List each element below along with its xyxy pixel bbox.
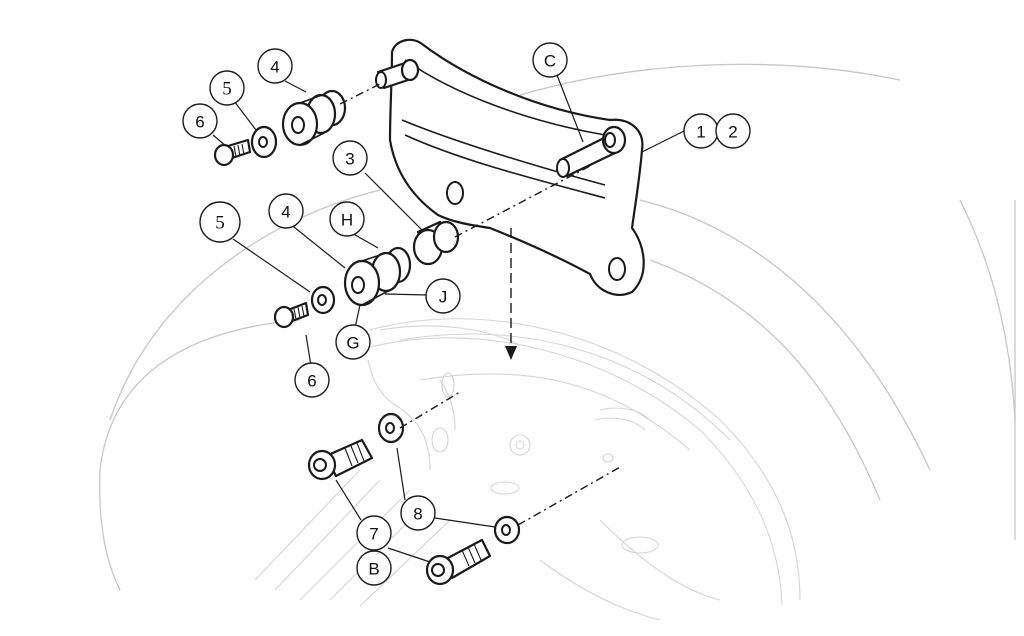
callout-8: 8	[400, 495, 436, 531]
washer-part-8-lower	[493, 515, 521, 545]
screw-part-6-upper	[213, 138, 252, 167]
grommet-part-4-lower	[343, 246, 412, 307]
callout-5-lower-label: 5	[215, 213, 225, 234]
callout-C: C	[532, 42, 568, 78]
callout-1: 1	[683, 113, 719, 149]
callout-1-label: 1	[696, 123, 705, 142]
callout-B: B	[356, 550, 392, 586]
callout-3: 3	[332, 140, 368, 176]
mounting-bracket	[375, 38, 645, 296]
assembly-guide-lines	[339, 83, 623, 526]
background-fender-outline	[99, 63, 1016, 621]
callout-B-label: B	[368, 560, 379, 579]
callout-H: H	[329, 201, 365, 237]
screw-part-6-lower	[273, 301, 310, 329]
callout-5-upper-label: 5	[222, 79, 232, 100]
callout-4-lower-label: 4	[281, 203, 290, 222]
callout-6-lower: 6	[294, 362, 330, 398]
callout-4-lower: 4	[268, 193, 304, 229]
callout-6-upper-label: 6	[195, 113, 204, 132]
callout-2-label: 2	[728, 123, 737, 142]
callout-5-lower: 5	[199, 201, 241, 243]
callout-7: 7	[356, 515, 392, 551]
washer-part-5-lower	[310, 285, 336, 315]
callout-J: J	[425, 278, 461, 314]
callout-2: 2	[715, 113, 751, 149]
callout-6-upper: 6	[182, 103, 218, 139]
callout-4-upper: 4	[257, 48, 293, 84]
washer-part-8-upper	[377, 412, 405, 444]
bolt-part-7-upper	[307, 438, 374, 481]
spacer-part-3	[412, 220, 460, 266]
callout-H-label: H	[341, 211, 353, 230]
callout-3-label: 3	[345, 150, 354, 169]
callout-G-label: G	[346, 334, 359, 353]
callout-4-upper-label: 4	[270, 58, 279, 77]
washer-part-5-upper	[250, 125, 278, 159]
callout-C-label: C	[544, 52, 556, 71]
callout-6-lower-label: 6	[307, 372, 316, 391]
callout-7-label: 7	[369, 525, 378, 544]
callout-5-upper: 5	[209, 70, 245, 106]
callout-J-label: J	[439, 288, 448, 307]
bolt-part-7-lower	[425, 538, 492, 586]
callout-8-label: 8	[413, 505, 422, 524]
grommet-part-4-upper	[281, 89, 347, 147]
callout-G: G	[335, 324, 371, 360]
leader-lines	[212, 74, 685, 563]
